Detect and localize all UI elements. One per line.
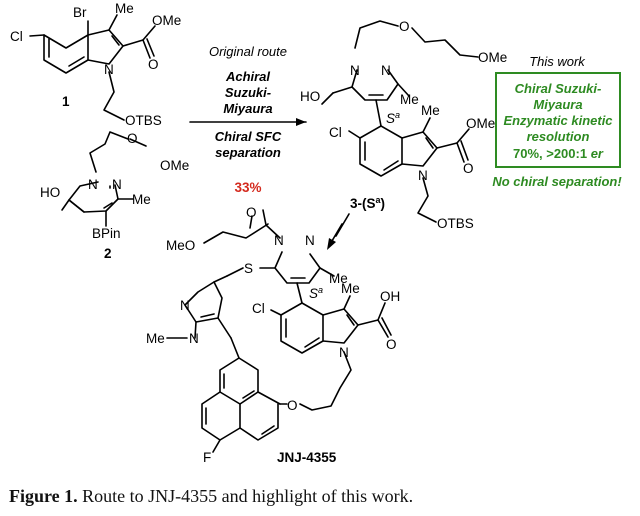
compound-1-me-label: Me (115, 1, 134, 16)
this-work-heading: This work (529, 54, 586, 69)
jnj-4355-structure (166, 209, 392, 453)
compound-3-n2-label: N (381, 63, 391, 78)
compound-3-otbs-label: OTBS (437, 216, 474, 231)
compound-3-number: 3-(Sa) (350, 195, 385, 211)
jnj-s-label: S (244, 261, 253, 276)
compound-3-structure (321, 20, 479, 223)
jnj-me2-label: Me (341, 281, 360, 296)
original-route-condition-1: Achiral (225, 69, 270, 84)
compound-3-n-label: N (418, 168, 428, 183)
original-route-heading: Original route (209, 44, 287, 59)
compound-2-n2-label: N (112, 177, 122, 192)
compound-2-number: 2 (104, 246, 112, 261)
compound-2-structure (61, 131, 147, 227)
jnj-me-label: Me (329, 271, 348, 286)
compound-3-ome-label: OMe (478, 50, 507, 65)
original-route-condition-2: Suzuki- (225, 85, 271, 100)
jnj-o2-label: O (386, 337, 397, 352)
compound-2-o-label: O (127, 131, 138, 146)
figure-caption-label: Figure 1. (9, 486, 78, 506)
this-work-result: 70%, >200:1 er (513, 146, 604, 161)
reaction-arrow (189, 118, 307, 126)
compound-3-ho-label: HO (300, 89, 320, 104)
compound-2-bpin-label: BPin (92, 226, 121, 241)
this-work-note: No chiral separation! (492, 174, 622, 189)
jnj-n3-label: N (180, 298, 190, 313)
jnj-o-label: O (246, 205, 257, 220)
compound-1-ome-label: OMe (152, 13, 181, 28)
jnj-n2-label: N (305, 233, 315, 248)
jnj-n1-label: N (274, 233, 284, 248)
multistep-arrow (327, 213, 350, 250)
jnj-o3-label: O (287, 398, 298, 413)
original-route-separation-2: separation (215, 145, 281, 160)
this-work-box (495, 72, 621, 168)
figure-caption-text: Route to JNJ-4355 and highlight of this … (82, 486, 414, 506)
original-route-yield: 33% (234, 180, 261, 195)
jnj-f-label: F (203, 450, 211, 465)
compound-3-n1-label: N (350, 63, 360, 78)
jnj-n-label: N (339, 345, 349, 360)
compound-3-me-label: Me (400, 92, 419, 107)
compound-3-axis-label: Sa (386, 110, 400, 126)
jnj-oh-label: OH (380, 289, 400, 304)
compound-3-o2-label: O (463, 161, 474, 176)
compound-2-ome-label: OMe (160, 158, 189, 173)
compound-3-ome2-label: OMe (466, 116, 495, 131)
compound-3-o-label: O (399, 19, 410, 34)
compound-1-structure (29, 14, 156, 121)
compound-2-n1-label: N (88, 177, 98, 192)
original-route-condition-3: Miyaura (223, 101, 272, 116)
compound-2-me-label: Me (132, 192, 151, 207)
figure-caption: Figure 1. Route to JNJ-4355 and highligh… (9, 486, 629, 507)
jnj-meo-label: MeO (166, 238, 195, 253)
compound-1-cl-label: Cl (10, 29, 23, 44)
this-work-condition-3: Enzymatic kinetic (503, 113, 613, 128)
compound-1-n-label: N (104, 62, 114, 77)
compound-1-otbs-label: OTBS (125, 113, 162, 128)
jnj-4355-number: JNJ-4355 (277, 450, 337, 465)
jnj-n-methyl-label: Me (146, 331, 165, 346)
original-route-separation-1: Chiral SFC (215, 129, 282, 144)
jnj-cl-label: Cl (252, 301, 265, 316)
this-work-condition-4: resolution (527, 129, 590, 144)
compound-1-o-label: O (148, 57, 159, 72)
compound-1-br-label: Br (73, 5, 87, 20)
compound-3-me2-label: Me (421, 103, 440, 118)
compound-1-number: 1 (62, 94, 70, 109)
compound-3-cl-label: Cl (329, 125, 342, 140)
this-work-condition-2: Miyaura (533, 97, 582, 112)
compound-2-ho-label: HO (40, 185, 60, 200)
jnj-n4-label: N (189, 331, 199, 346)
this-work-condition-1: Chiral Suzuki- (515, 81, 602, 96)
jnj-axis-label: Sa (309, 285, 323, 301)
